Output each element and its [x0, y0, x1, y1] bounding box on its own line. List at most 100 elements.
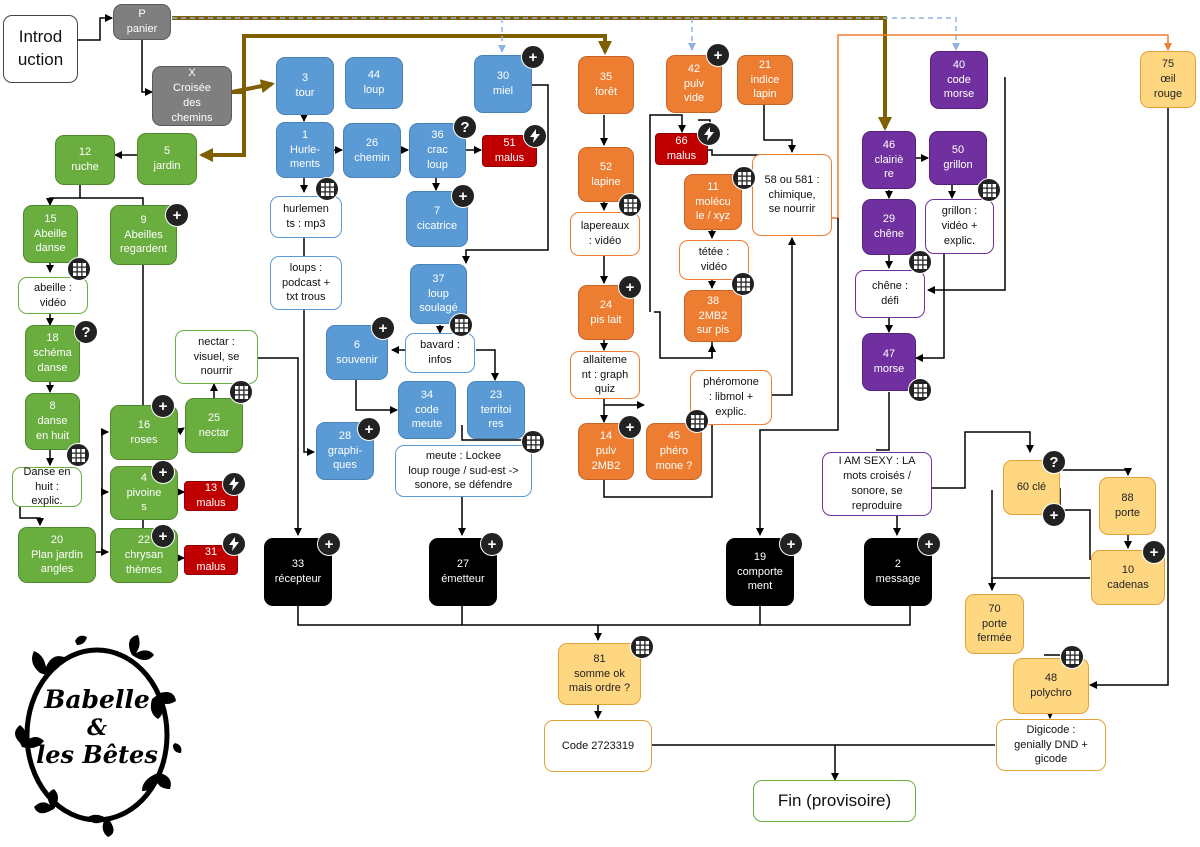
- plus-icon[interactable]: +: [618, 275, 642, 299]
- question-icon[interactable]: ?: [453, 115, 477, 139]
- grid-icon[interactable]: [977, 178, 1001, 202]
- node-46-clairiere[interactable]: 46 clairiè re: [862, 131, 916, 189]
- plus-icon[interactable]: +: [151, 524, 175, 548]
- dashed-paths: [172, 17, 960, 53]
- plus-icon[interactable]: +: [480, 532, 504, 556]
- orange-paths: [832, 34, 1172, 219]
- plus-icon[interactable]: +: [317, 532, 341, 556]
- grid-icon[interactable]: [908, 250, 932, 274]
- loups-box[interactable]: loups : podcast + txt trous: [270, 256, 342, 310]
- node-44-loup[interactable]: 44 loup: [345, 57, 403, 109]
- logo-line3: les Bêtes: [36, 740, 158, 769]
- node-26-chemin[interactable]: 26 chemin: [343, 123, 401, 178]
- node-18-schema[interactable]: 18 schéma danse: [25, 325, 80, 382]
- plus-icon[interactable]: +: [357, 417, 381, 441]
- plus-icon[interactable]: +: [151, 460, 175, 484]
- node-23-territoires[interactable]: 23 territoi res: [467, 381, 525, 439]
- node-13-malus[interactable]: 13 malus: [184, 481, 238, 511]
- logo-line2: &: [87, 715, 107, 741]
- question-icon[interactable]: ?: [74, 320, 98, 344]
- logo-line1: Babelle: [43, 685, 150, 714]
- grid-icon[interactable]: [67, 257, 91, 281]
- node-25-nectar[interactable]: 25 nectar: [185, 398, 243, 453]
- node-34-code-meute[interactable]: 34 code meute: [398, 381, 456, 439]
- node-47-morse[interactable]: 47 morse: [862, 333, 916, 391]
- meute-box[interactable]: meute : Lockee loup rouge / sud-est -> s…: [395, 445, 532, 497]
- lightning-icon[interactable]: [697, 122, 721, 146]
- node-40-code-morse[interactable]: 40 code morse: [930, 51, 988, 109]
- node-5-jardin[interactable]: 5 jardin: [137, 133, 197, 185]
- allaitement-box[interactable]: allaiteme nt : graph quiz: [570, 351, 640, 399]
- grid-icon[interactable]: [685, 409, 709, 433]
- node-p-panier[interactable]: P panier: [113, 4, 171, 40]
- babelle-logo: Babelle & les Bêtes: [15, 635, 182, 837]
- grid-icon[interactable]: [1060, 645, 1084, 669]
- plus-icon[interactable]: +: [1142, 540, 1166, 564]
- lapereaux-box[interactable]: lapereaux : vidéo: [570, 212, 640, 256]
- plus-icon[interactable]: +: [618, 415, 642, 439]
- plus-icon[interactable]: +: [371, 316, 395, 340]
- node-88-porte[interactable]: 88 porte: [1099, 477, 1156, 535]
- node-x-croisee[interactable]: X Croisée des chemins: [152, 66, 232, 126]
- node-14-pulv[interactable]: 14 pulv 2MB2: [578, 423, 634, 480]
- plus-icon[interactable]: +: [706, 43, 730, 67]
- plus-icon[interactable]: +: [917, 532, 941, 556]
- node-8-danse[interactable]: 8 danse en huit: [25, 393, 80, 450]
- grid-icon[interactable]: [732, 166, 756, 190]
- plus-icon[interactable]: +: [451, 184, 475, 208]
- lightning-icon[interactable]: [222, 532, 246, 556]
- grid-icon[interactable]: [449, 313, 473, 337]
- node-3-tour[interactable]: 3 tour: [276, 57, 334, 115]
- lightning-icon[interactable]: [523, 124, 547, 148]
- grid-icon[interactable]: [229, 380, 253, 404]
- grid-icon[interactable]: [66, 443, 90, 467]
- chimique-box[interactable]: 58 ou 581 : chimique, se nourrir: [752, 154, 832, 236]
- iamsexy-box[interactable]: I AM SEXY : LA mots croisés / sonore, se…: [822, 452, 932, 516]
- plus-icon[interactable]: +: [165, 203, 189, 227]
- hurlements-box[interactable]: hurlemen ts : mp3: [270, 196, 342, 238]
- node-35-foret[interactable]: 35 forêt: [578, 56, 634, 114]
- abeille-video-box[interactable]: abeille : vidéo: [18, 277, 88, 314]
- node-50-grillon[interactable]: 50 grillon: [929, 131, 987, 185]
- nectar-box[interactable]: nectar : visuel, se nourrir: [175, 330, 258, 384]
- node-20-plan[interactable]: 20 Plan jardin angles: [18, 527, 96, 583]
- grid-icon[interactable]: [731, 272, 755, 296]
- plus-icon[interactable]: +: [779, 532, 803, 556]
- black-paths: [19, 14, 1169, 781]
- chene-box[interactable]: chêne : défi: [855, 270, 925, 318]
- danse-huit-box[interactable]: Danse en huit : explic.: [12, 466, 82, 507]
- butterfly-decor: [15, 635, 182, 837]
- plus-icon[interactable]: +: [521, 45, 545, 69]
- grillon-box[interactable]: grillon : vidéo + explic.: [925, 199, 994, 254]
- grid-icon[interactable]: [630, 635, 654, 659]
- node-75-oeil-rouge[interactable]: 75 œil rouge: [1140, 51, 1196, 108]
- node-81-somme[interactable]: 81 somme ok mais ordre ?: [558, 643, 641, 705]
- node-16-roses[interactable]: 16 roses: [110, 405, 178, 460]
- node-70-porte-fermee[interactable]: 70 porte fermée: [965, 594, 1024, 654]
- grid-icon[interactable]: [908, 378, 932, 402]
- node-1-hurlements[interactable]: 1 Hurle- ments: [276, 122, 334, 178]
- node-6-souvenir[interactable]: 6 souvenir: [326, 325, 388, 380]
- fin-box[interactable]: Fin (provisoire): [753, 780, 916, 822]
- plus-icon[interactable]: +: [1042, 503, 1066, 527]
- intro-node[interactable]: Introd uction: [3, 15, 78, 83]
- node-15-abeille[interactable]: 15 Abeille danse: [23, 205, 78, 263]
- lightning-icon[interactable]: [222, 472, 246, 496]
- node-38-2mb2[interactable]: 38 2MB2 sur pis: [684, 290, 742, 342]
- node-9-abeilles[interactable]: 9 Abeilles regardent: [110, 205, 177, 265]
- node-12-ruche[interactable]: 12 ruche: [55, 135, 115, 185]
- plus-icon[interactable]: +: [151, 394, 175, 418]
- node-52-lapine[interactable]: 52 lapine: [578, 147, 634, 202]
- digicode-box[interactable]: Digicode : genially DND + gicode: [996, 719, 1106, 771]
- node-29-chene[interactable]: 29 chêne: [862, 199, 916, 255]
- node-21-indice-lapin[interactable]: 21 indice lapin: [737, 55, 793, 105]
- code-box[interactable]: Code 2723319: [544, 720, 652, 772]
- bavard-box[interactable]: bavard : infos: [405, 333, 475, 373]
- grid-icon[interactable]: [521, 430, 545, 454]
- question-icon[interactable]: ?: [1042, 450, 1066, 474]
- node-30-miel[interactable]: 30 miel: [474, 55, 532, 113]
- grid-icon[interactable]: [618, 193, 642, 217]
- grid-icon[interactable]: [315, 177, 339, 201]
